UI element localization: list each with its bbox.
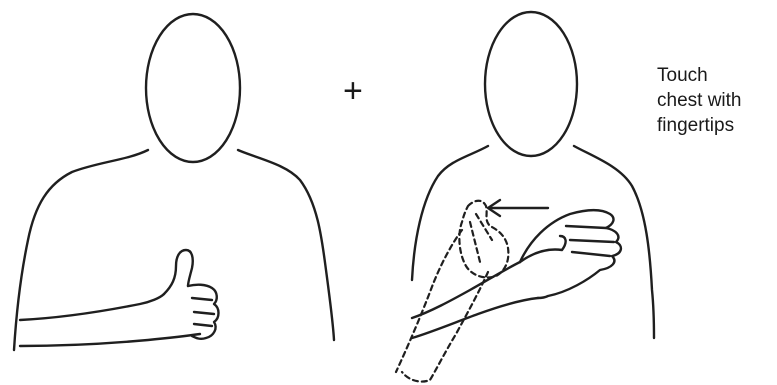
figure-2-arm-lower xyxy=(412,298,538,338)
figure-1-arm-upper xyxy=(20,294,164,320)
figure-1-finger-creases xyxy=(192,298,214,326)
figure-2-left-shoulder xyxy=(412,146,488,280)
combine-plus-sign: + xyxy=(343,74,363,108)
figure-2-dashed-fingers xyxy=(470,214,492,262)
figure-1 xyxy=(14,14,334,350)
figure-2 xyxy=(396,12,654,382)
figure-1-arm-lower xyxy=(20,334,200,346)
figure-2-finger-lines xyxy=(566,226,614,256)
figure-2-dashed-hand xyxy=(459,201,508,278)
figure-1-head xyxy=(146,14,240,162)
instruction-text: Touch chest with fingertips xyxy=(657,63,775,138)
instruction-line-2: chest with xyxy=(657,88,775,113)
figure-1-right-shoulder xyxy=(238,150,334,340)
instruction-line-1: Touch xyxy=(657,63,775,88)
figure-1-thumb xyxy=(164,250,193,294)
instruction-line-3: fingertips xyxy=(657,113,775,138)
figure-2-head xyxy=(485,12,577,156)
